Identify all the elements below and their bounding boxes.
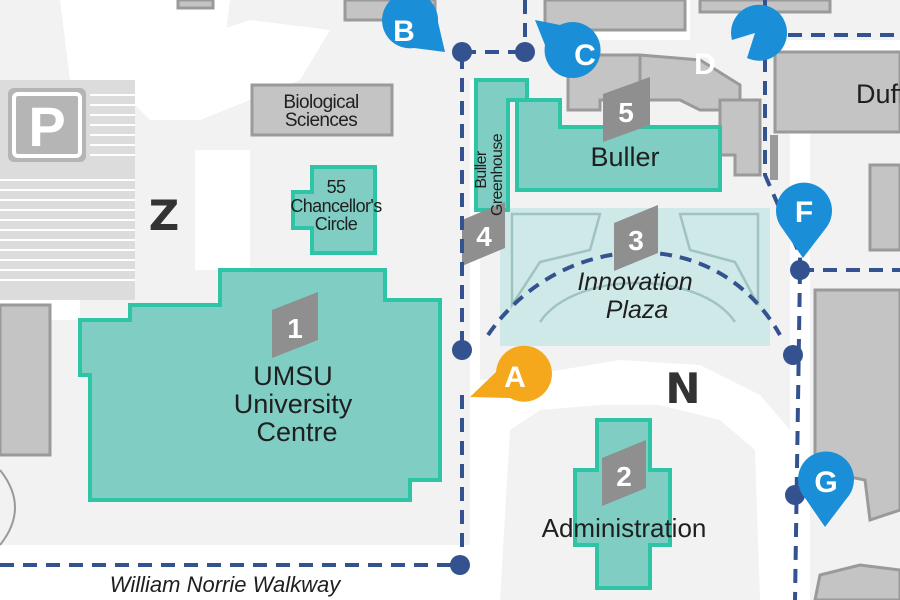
badge-1 <box>272 292 318 358</box>
badge-5 <box>603 77 650 142</box>
buller-label: Buller <box>590 142 659 172</box>
marker-g-letter: G <box>814 466 837 499</box>
badge-5-number: 5 <box>618 97 634 128</box>
number-badges: 1 2 3 4 5 <box>272 77 658 506</box>
marker-f[interactable]: F <box>775 182 832 258</box>
biological-sciences-label-line1: Biological <box>283 92 358 113</box>
marker-g-pin <box>798 451 855 527</box>
marker-d-letter: D <box>694 48 716 81</box>
zone-n-label: N <box>665 364 700 413</box>
buller-greenhouse-label: Buller Greenhouse <box>473 133 506 216</box>
badge-1-number: 1 <box>287 313 303 344</box>
marker-c[interactable]: C <box>535 20 601 79</box>
marker-c-letter: C <box>574 39 596 72</box>
administration-building <box>573 418 672 590</box>
walkway-label: William Norrie Walkway <box>110 572 342 597</box>
parking-symbol: P <box>28 95 65 158</box>
chancellors-circle-label-line1: 55 <box>327 177 346 197</box>
administration-label: Administration <box>542 513 707 543</box>
east-building-1 <box>868 163 900 252</box>
marker-a-pin <box>470 345 552 402</box>
umsu-label-line1: UMSU <box>253 361 333 391</box>
marker-b-pin <box>382 0 445 52</box>
buller-greenhouse-label-line1: Buller <box>473 150 490 189</box>
innovation-plaza-label-line1: Innovation <box>577 268 692 296</box>
innovation-plaza-label-line2: Plaza <box>606 296 669 324</box>
badge-3-number: 3 <box>628 225 644 256</box>
chancellors-circle-building <box>291 165 377 255</box>
chancellors-circle-label-line2: Chancellor's <box>290 196 382 216</box>
marker-a[interactable]: A <box>470 345 552 402</box>
marker-g[interactable]: G <box>798 451 855 527</box>
badge-4 <box>462 202 505 266</box>
east-building-3 <box>813 563 900 600</box>
biological-sciences-label-line2: Sciences <box>285 110 357 131</box>
buller-greenhouse-building <box>474 78 529 212</box>
marker-f-letter: F <box>795 196 813 229</box>
parking-icon <box>8 88 86 162</box>
marker-c-pin <box>535 20 601 79</box>
buller-building <box>515 98 722 192</box>
duff-label: Duff <box>856 79 900 109</box>
marker-f-pin <box>775 182 832 258</box>
duff-building <box>773 50 900 134</box>
umsu-label-line2: University <box>234 389 353 419</box>
marker-a-letter: A <box>504 361 526 394</box>
badge-2 <box>602 440 646 506</box>
marker-b-letter: B <box>393 15 415 48</box>
marker-b[interactable]: B <box>382 0 445 52</box>
zone-z-label: Z <box>149 191 179 240</box>
biological-sciences-building <box>250 83 394 137</box>
badge-3 <box>614 205 658 271</box>
badge-4-number: 4 <box>476 221 492 252</box>
umsu-building <box>78 268 442 502</box>
parking-lot: P <box>0 80 135 300</box>
badge-2-number: 2 <box>616 461 632 492</box>
buller-greenhouse-label-line2: Greenhouse <box>489 133 506 216</box>
north-building-0 <box>176 0 215 10</box>
west-building <box>0 303 52 457</box>
umsu-label-line3: Centre <box>256 417 337 447</box>
chancellors-circle-label-line3: Circle <box>315 214 358 234</box>
marker-d-pin <box>731 4 788 61</box>
marker-d[interactable]: D <box>694 4 788 81</box>
